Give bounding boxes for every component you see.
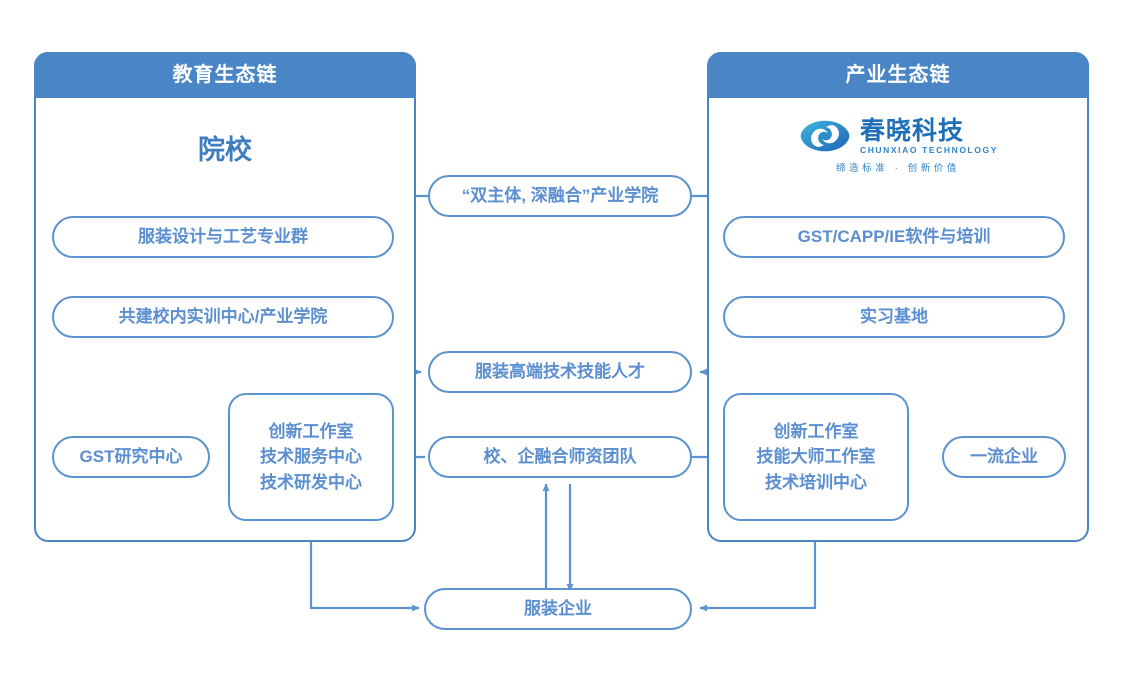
logo-name-cn: 春晓科技	[859, 116, 964, 145]
node-faculty-team[interactable]: 校、企融合师资团队	[428, 436, 692, 478]
colleges-heading: 院校	[198, 135, 252, 165]
node-education-innovation-studio[interactable]: 创新工作室 技术服务中心 技术研发中心	[228, 393, 394, 521]
logo-slogan: 缔造标准 · 创新价值	[835, 162, 961, 174]
studio-line-3: 技术研发中心	[260, 472, 362, 492]
chunxiao-logo: 春晓科技 CHUNXIAO TECHNOLOGY 缔造标准 · 创新价值	[707, 118, 1089, 174]
node-industry-innovation-studio[interactable]: 创新工作室 技能大师工作室 技术培训中心	[723, 393, 909, 521]
node-campus-training-center[interactable]: 共建校内实训中心/产业学院	[52, 296, 394, 338]
logo-name-en: CHUNXIAO TECHNOLOGY	[859, 145, 999, 155]
studio-line-2: 技术服务中心	[260, 447, 362, 467]
studio-line-2: 技能大师工作室	[756, 447, 876, 467]
node-top-tier-enterprise[interactable]: 一流企业	[942, 436, 1066, 478]
node-gst-research-center[interactable]: GST研究中心	[52, 436, 210, 478]
node-apparel-enterprise[interactable]: 服装企业	[424, 588, 692, 630]
studio-line-1: 创新工作室	[268, 421, 354, 441]
node-industry-college[interactable]: “双主体, 深融合”产业学院	[428, 175, 692, 217]
node-apparel-design-major-group[interactable]: 服装设计与工艺专业群	[52, 216, 394, 258]
node-internship-base[interactable]: 实习基地	[723, 296, 1065, 338]
education-panel-header: 教育生态链	[34, 52, 416, 98]
node-gst-capp-ie-software[interactable]: GST/CAPP/IE软件与培训	[723, 216, 1065, 258]
node-high-end-talent[interactable]: 服装高端技术技能人才	[428, 351, 692, 393]
studio-line-1: 创新工作室	[773, 421, 859, 441]
chunxiao-logo-icon	[800, 120, 850, 152]
studio-line-3: 技术培训中心	[765, 472, 867, 492]
industry-panel-header: 产业生态链	[707, 52, 1089, 98]
